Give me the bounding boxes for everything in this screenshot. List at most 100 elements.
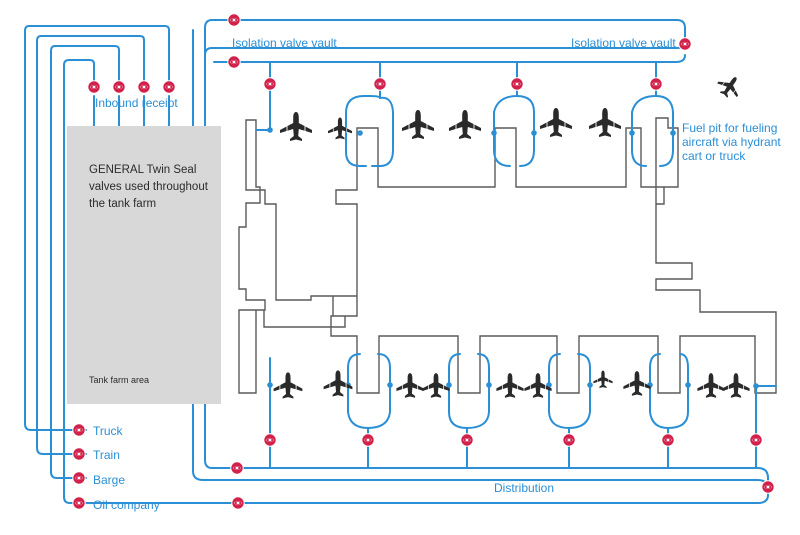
- pipe-junction: [753, 383, 759, 389]
- aircraft-icon: [540, 108, 572, 137]
- terminal-building: [238, 117, 777, 394]
- aircraft-shape: [524, 373, 552, 398]
- valve-seal: [769, 485, 772, 489]
- twin-seal-valve-icon: [661, 433, 675, 447]
- pipe-line: [371, 96, 394, 167]
- valve-seal: [230, 60, 233, 64]
- aircraft-shape: [396, 373, 424, 398]
- aircraft-shape: [280, 112, 312, 141]
- pipe-line: [347, 353, 369, 469]
- valve-seal: [681, 42, 684, 46]
- aircraft-shape: [697, 373, 725, 398]
- aircraft-shape: [402, 110, 434, 139]
- pipe-line: [24, 25, 170, 431]
- twin-seal-valve-icon: [231, 496, 245, 510]
- aircraft-shape: [540, 108, 572, 137]
- fuel-pit-label: Fuel pit for fueling aircraft via hydran…: [682, 121, 781, 163]
- valve-seal: [80, 428, 83, 432]
- valve-seal: [115, 85, 118, 89]
- valve-seal: [239, 501, 242, 505]
- aircraft-engine-lines: [501, 384, 519, 391]
- valve-seal: [764, 485, 767, 489]
- source-truck-label: Truck: [93, 424, 123, 438]
- valve-seal: [75, 452, 78, 456]
- pipe-line: [36, 35, 145, 455]
- twin-seal-valve-icon: [263, 433, 277, 447]
- twin-seal-valve-icon: [562, 433, 576, 447]
- pipe-junction: [629, 130, 635, 136]
- twin-seal-valve-icon: [227, 55, 241, 69]
- twin-seal-valve-icon: [263, 77, 277, 91]
- pipe-line: [204, 19, 769, 488]
- valve-seal: [570, 438, 573, 442]
- isolation-valve-vault-label-left: Isolation valve vault: [232, 36, 337, 50]
- pipe-line: [466, 353, 490, 429]
- twin-seal-valve-icon: [460, 433, 474, 447]
- aircraft-engine-lines: [401, 384, 419, 391]
- twin-seal-valve-icon: [749, 433, 763, 447]
- aircraft-shape: [422, 373, 450, 398]
- aircraft-engine-lines: [455, 123, 475, 130]
- valve-seal: [80, 501, 83, 505]
- valve-seal: [271, 82, 274, 86]
- pipe-junction: [267, 382, 273, 388]
- valve-seal: [233, 466, 236, 470]
- valve-seal: [80, 452, 83, 456]
- valve-seal: [140, 85, 143, 89]
- tank-farm-label: Tank farm area: [89, 375, 150, 385]
- valve-seal: [657, 82, 660, 86]
- source-barge-label: Barge: [93, 473, 126, 487]
- aircraft-icon: [524, 373, 552, 398]
- twin-seal-valve-icon: [87, 80, 101, 94]
- distribution-label: Distribution: [494, 481, 555, 495]
- twin-seal-valve-icon: [162, 80, 176, 94]
- valve-seal: [230, 18, 233, 22]
- pipe-line: [448, 353, 468, 469]
- twin-seal-valve-icon: [230, 461, 244, 475]
- valve-seal: [686, 42, 689, 46]
- twin-seal-valve-icon: [761, 480, 775, 494]
- valve-seal: [271, 438, 274, 442]
- aircraft-engine-lines: [727, 384, 745, 391]
- valve-seal: [652, 82, 655, 86]
- valve-seal: [364, 438, 367, 442]
- fuel-pit-line: aircraft via hydrant: [682, 135, 781, 149]
- aircraft-shape: [273, 372, 303, 399]
- valve-seal: [266, 438, 269, 442]
- valve-seal: [165, 85, 168, 89]
- aircraft-icon: [722, 373, 750, 398]
- aircraft-shape: [589, 108, 621, 137]
- valve-seal: [90, 85, 93, 89]
- pipe-line: [568, 353, 591, 429]
- valve-seal: [75, 428, 78, 432]
- twin-seal-valve-icon: [361, 433, 375, 447]
- aircraft-icon: [496, 373, 524, 398]
- pipe-junction: [685, 382, 691, 388]
- valve-note: GENERAL Twin Seal valves used throughout…: [89, 162, 208, 213]
- aircraft-icon: [328, 117, 352, 140]
- aircraft-engine-lines: [286, 125, 306, 132]
- aircraft-icon: [273, 372, 303, 399]
- valve-seal: [80, 476, 83, 480]
- valve-seal: [75, 501, 78, 505]
- valve-seal: [376, 82, 379, 86]
- valve-seal: [463, 438, 466, 442]
- pipe-junction: [357, 130, 363, 136]
- valve-seal: [381, 82, 384, 86]
- aircraft-shape: [449, 110, 481, 139]
- isolation-valve-vault-label-right: Isolation valve vault: [571, 36, 676, 50]
- valve-seal: [513, 82, 516, 86]
- aircraft-icon: [589, 108, 621, 137]
- valve-seal: [266, 82, 269, 86]
- valve-seal: [518, 82, 521, 86]
- aircraft-engine-lines: [329, 382, 347, 389]
- twin-seal-valve-icon: [112, 80, 126, 94]
- aircraft-icon: [280, 112, 312, 141]
- valve-seal: [145, 85, 148, 89]
- pipe-line: [93, 95, 170, 127]
- twin-seal-valve-icon: [678, 37, 692, 51]
- pipe-line: [548, 353, 570, 469]
- aircraft-icon: [697, 373, 725, 398]
